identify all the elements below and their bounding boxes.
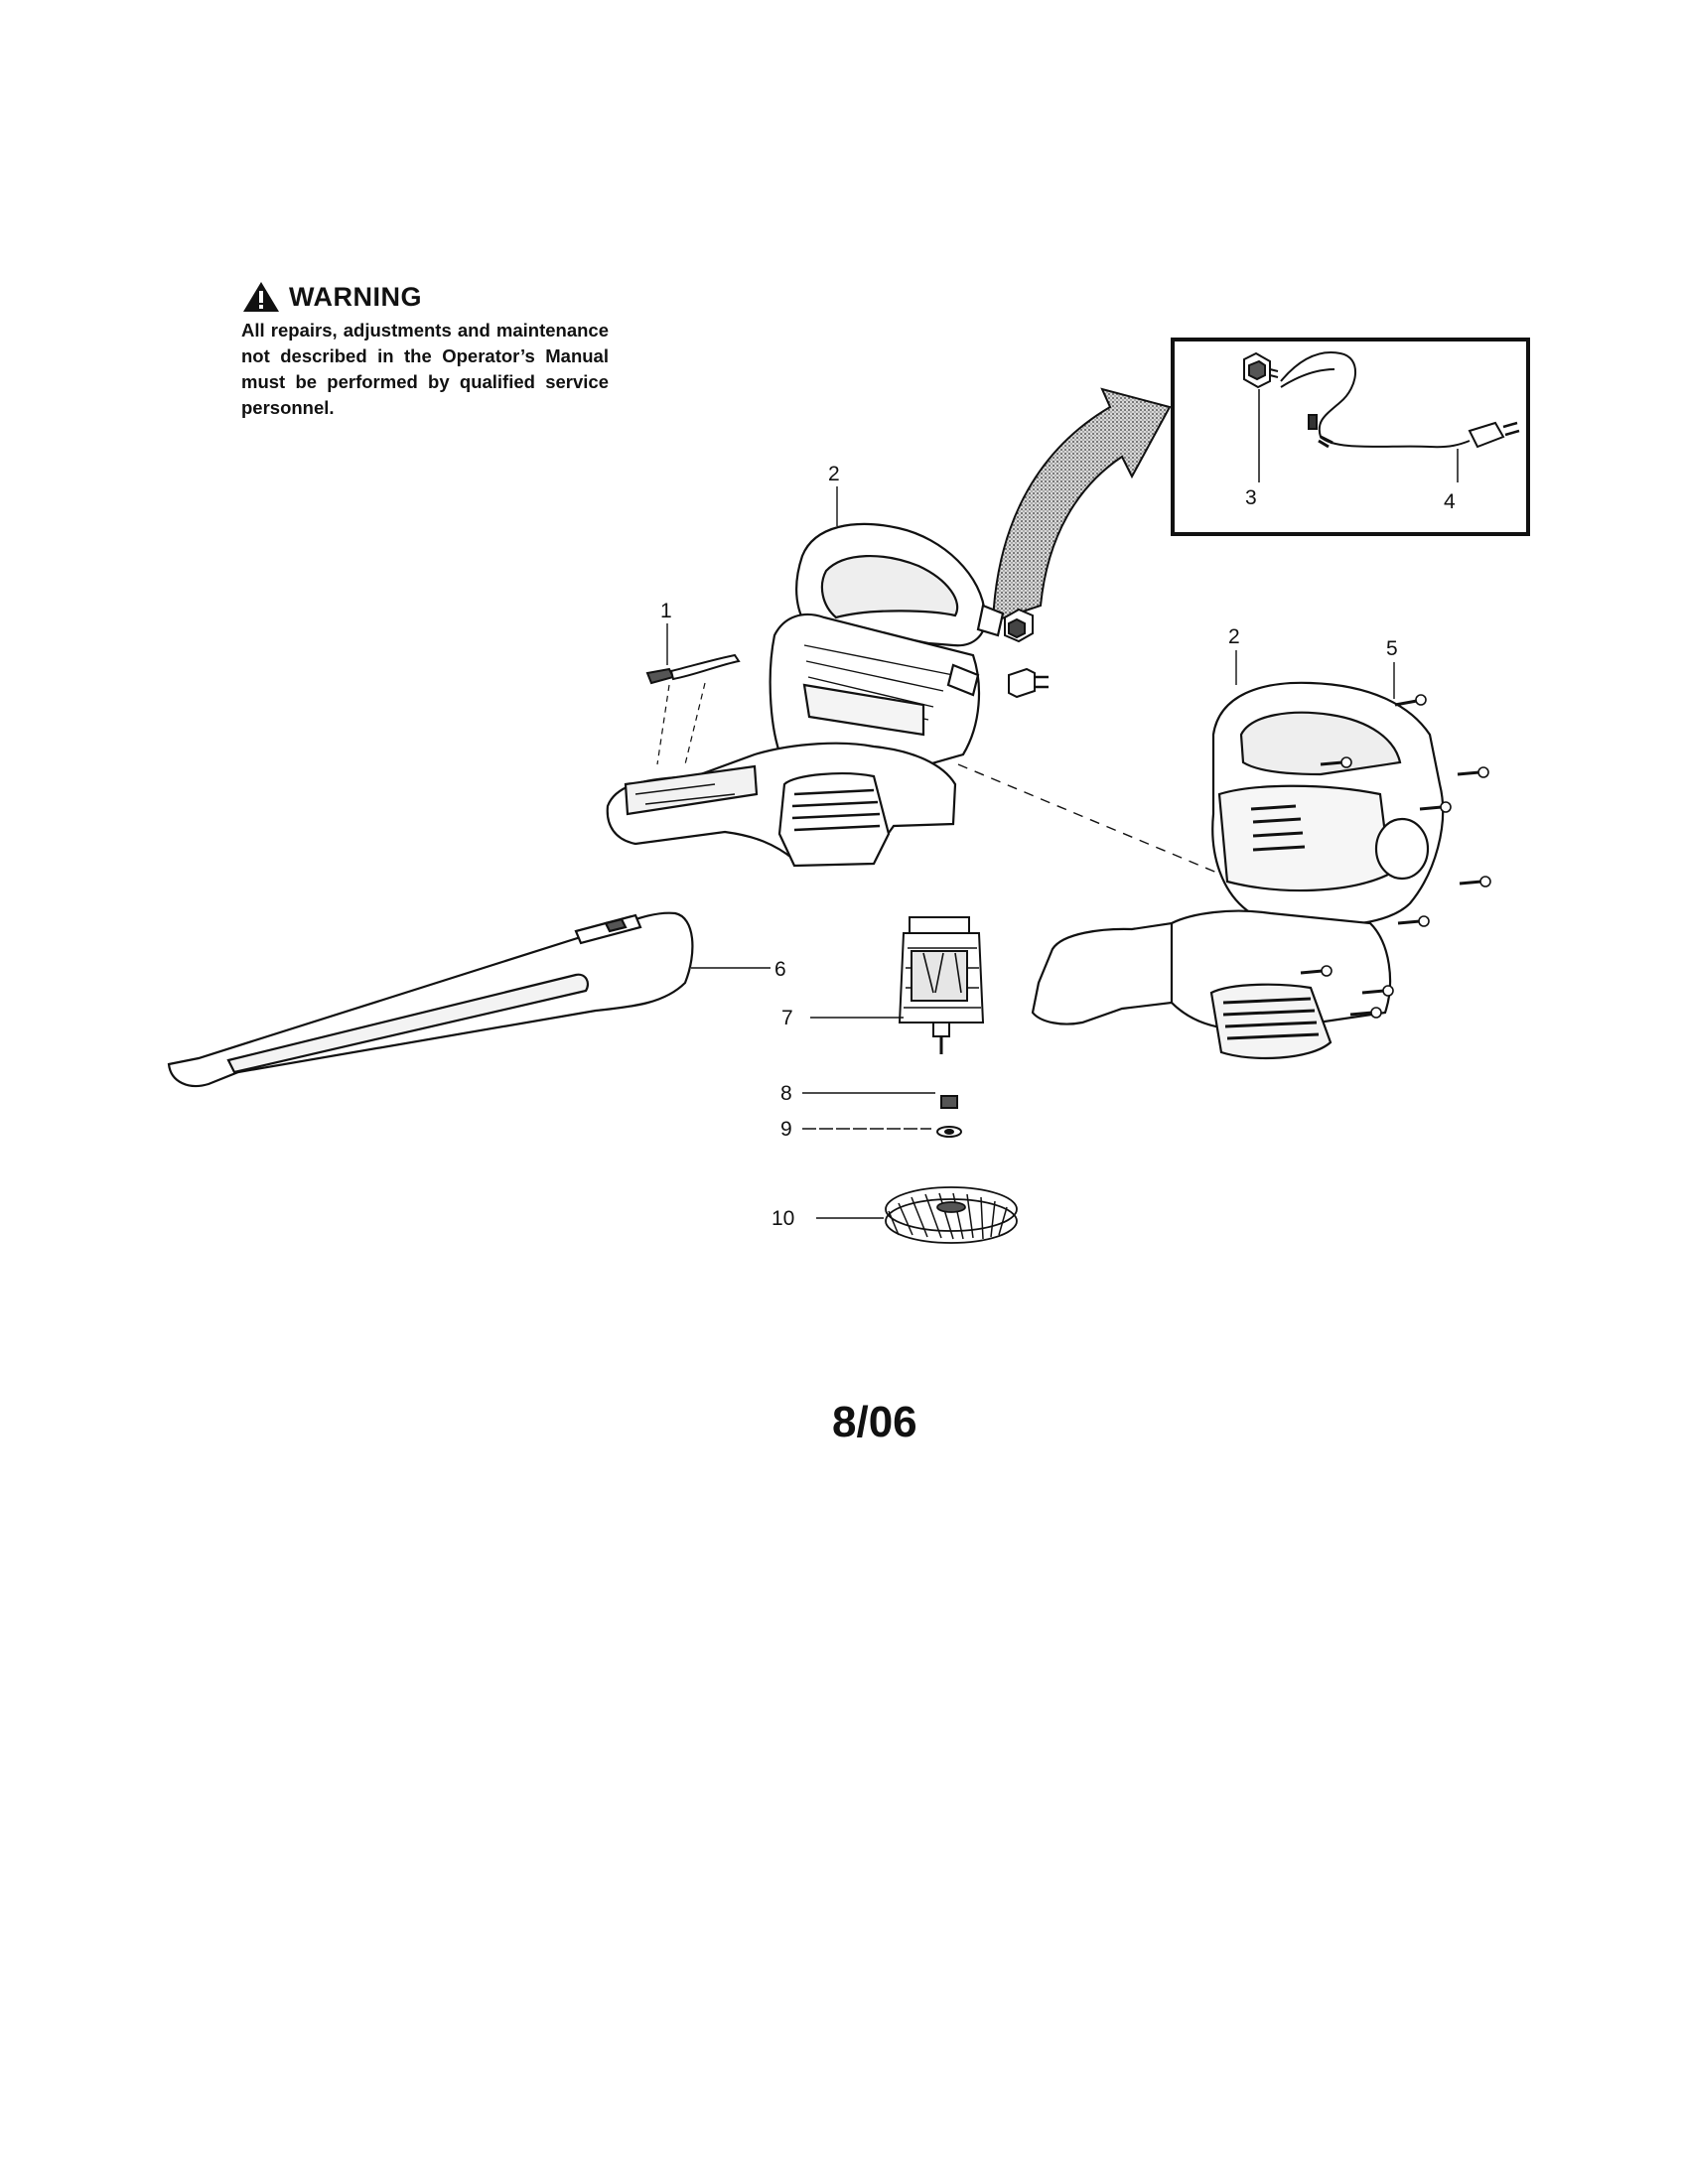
callout-2-right: 2 (1228, 625, 1240, 648)
switch-small (1004, 608, 1034, 643)
callout-4: 4 (1444, 490, 1456, 513)
blower-tube (167, 911, 694, 1088)
warning-header: WARNING (241, 280, 609, 314)
warning-title: WARNING (289, 281, 422, 312)
washer-part (936, 1126, 962, 1138)
nut-part (940, 1095, 958, 1109)
warning-text: All repairs, adjustments and maintenance… (241, 320, 609, 418)
inset-box (1171, 338, 1530, 536)
right-housing-assembled (1031, 681, 1445, 1060)
curved-arrow (991, 387, 1172, 623)
callout-1: 1 (660, 600, 672, 622)
screws (1300, 694, 1491, 1019)
callout-5: 5 (1386, 637, 1398, 660)
callout-7: 7 (781, 1007, 793, 1029)
date-label: 8/06 (832, 1398, 917, 1446)
callout-6: 6 (774, 958, 786, 981)
power-cord-part (1280, 351, 1520, 449)
plug-small (1008, 667, 1049, 699)
warning-triangle-icon (243, 282, 279, 312)
motor (898, 916, 985, 1054)
callout-3: 3 (1245, 486, 1257, 509)
callout-10: 10 (772, 1207, 794, 1230)
callout-8: 8 (780, 1082, 792, 1105)
fan-part (885, 1186, 1018, 1244)
left-housing-half (606, 522, 1005, 868)
callout-2-upper: 2 (828, 463, 840, 485)
leader-lines (666, 486, 1395, 1219)
trigger-part (645, 653, 741, 685)
warning-block: WARNING All repairs, adjustments and mai… (241, 280, 609, 421)
callout-9: 9 (780, 1118, 792, 1141)
switch-part (1243, 351, 1279, 389)
